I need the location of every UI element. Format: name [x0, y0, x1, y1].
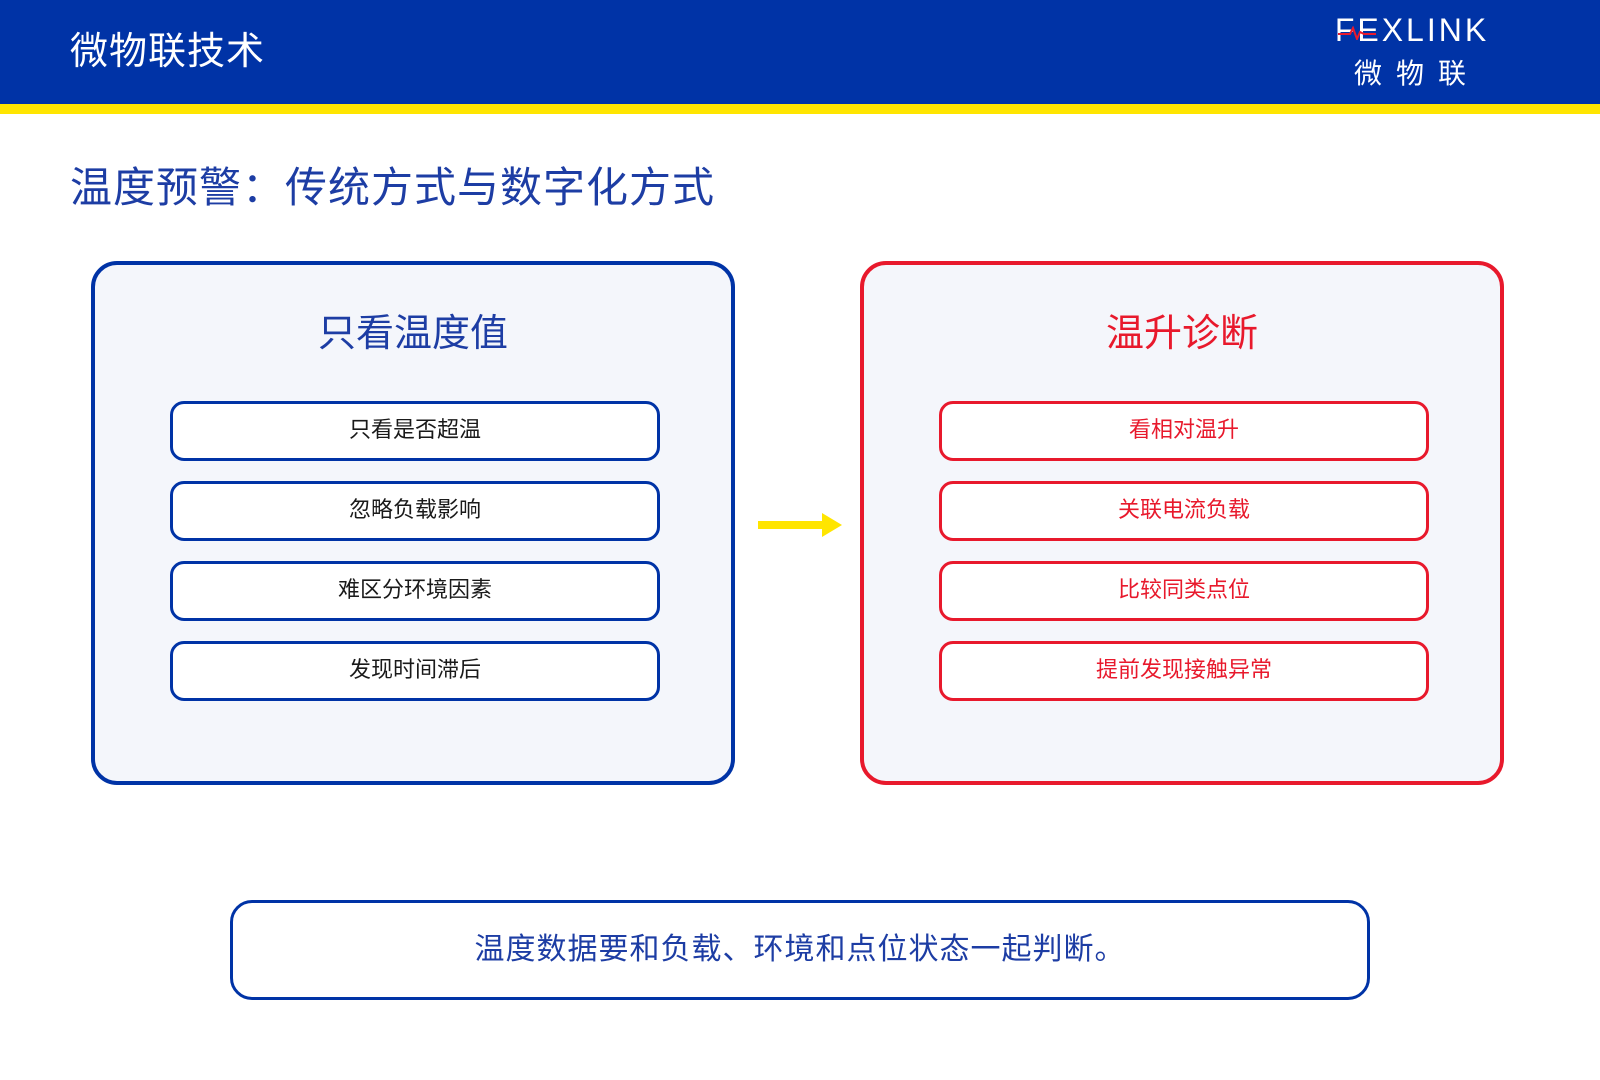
traditional-item: 只看是否超温: [170, 401, 660, 461]
heartbeat-icon: [1338, 26, 1376, 40]
traditional-item: 发现时间滞后: [170, 641, 660, 701]
traditional-method-panel: 只看温度值 只看是否超温 忽略负载影响 难区分环境因素 发现时间滞后: [91, 261, 735, 785]
digital-item: 提前发现接触异常: [939, 641, 1429, 701]
digital-item: 看相对温升: [939, 401, 1429, 461]
right-arrow-icon: [758, 513, 842, 537]
traditional-panel-title: 只看温度值: [317, 311, 508, 355]
digital-item: 比较同类点位: [939, 561, 1429, 621]
summary-callout: 温度数据要和负载、环境和点位状态一起判断。: [230, 900, 1370, 1000]
header-bar: 微物联技术 FEXLINK 微物联: [0, 0, 1600, 104]
brand-logo: FEXLINK 微物联: [1332, 12, 1492, 102]
header-accent-stripe: [0, 104, 1600, 114]
logo-subtitle: 微物联: [1353, 57, 1480, 90]
digital-panel-title: 温升诊断: [1105, 311, 1258, 355]
traditional-item: 难区分环境因素: [170, 561, 660, 621]
digital-method-panel: 温升诊断 看相对温升 关联电流负载 比较同类点位 提前发现接触异常: [860, 261, 1504, 785]
digital-item: 关联电流负载: [939, 481, 1429, 541]
logo-wordmark-text: FEXLINK: [1334, 12, 1490, 48]
logo-wordmark: FEXLINK: [1332, 12, 1492, 48]
traditional-item: 忽略负载影响: [170, 481, 660, 541]
header-title: 微物联技术: [70, 29, 266, 73]
page-title: 温度预警：传统方式与数字化方式: [70, 163, 716, 212]
